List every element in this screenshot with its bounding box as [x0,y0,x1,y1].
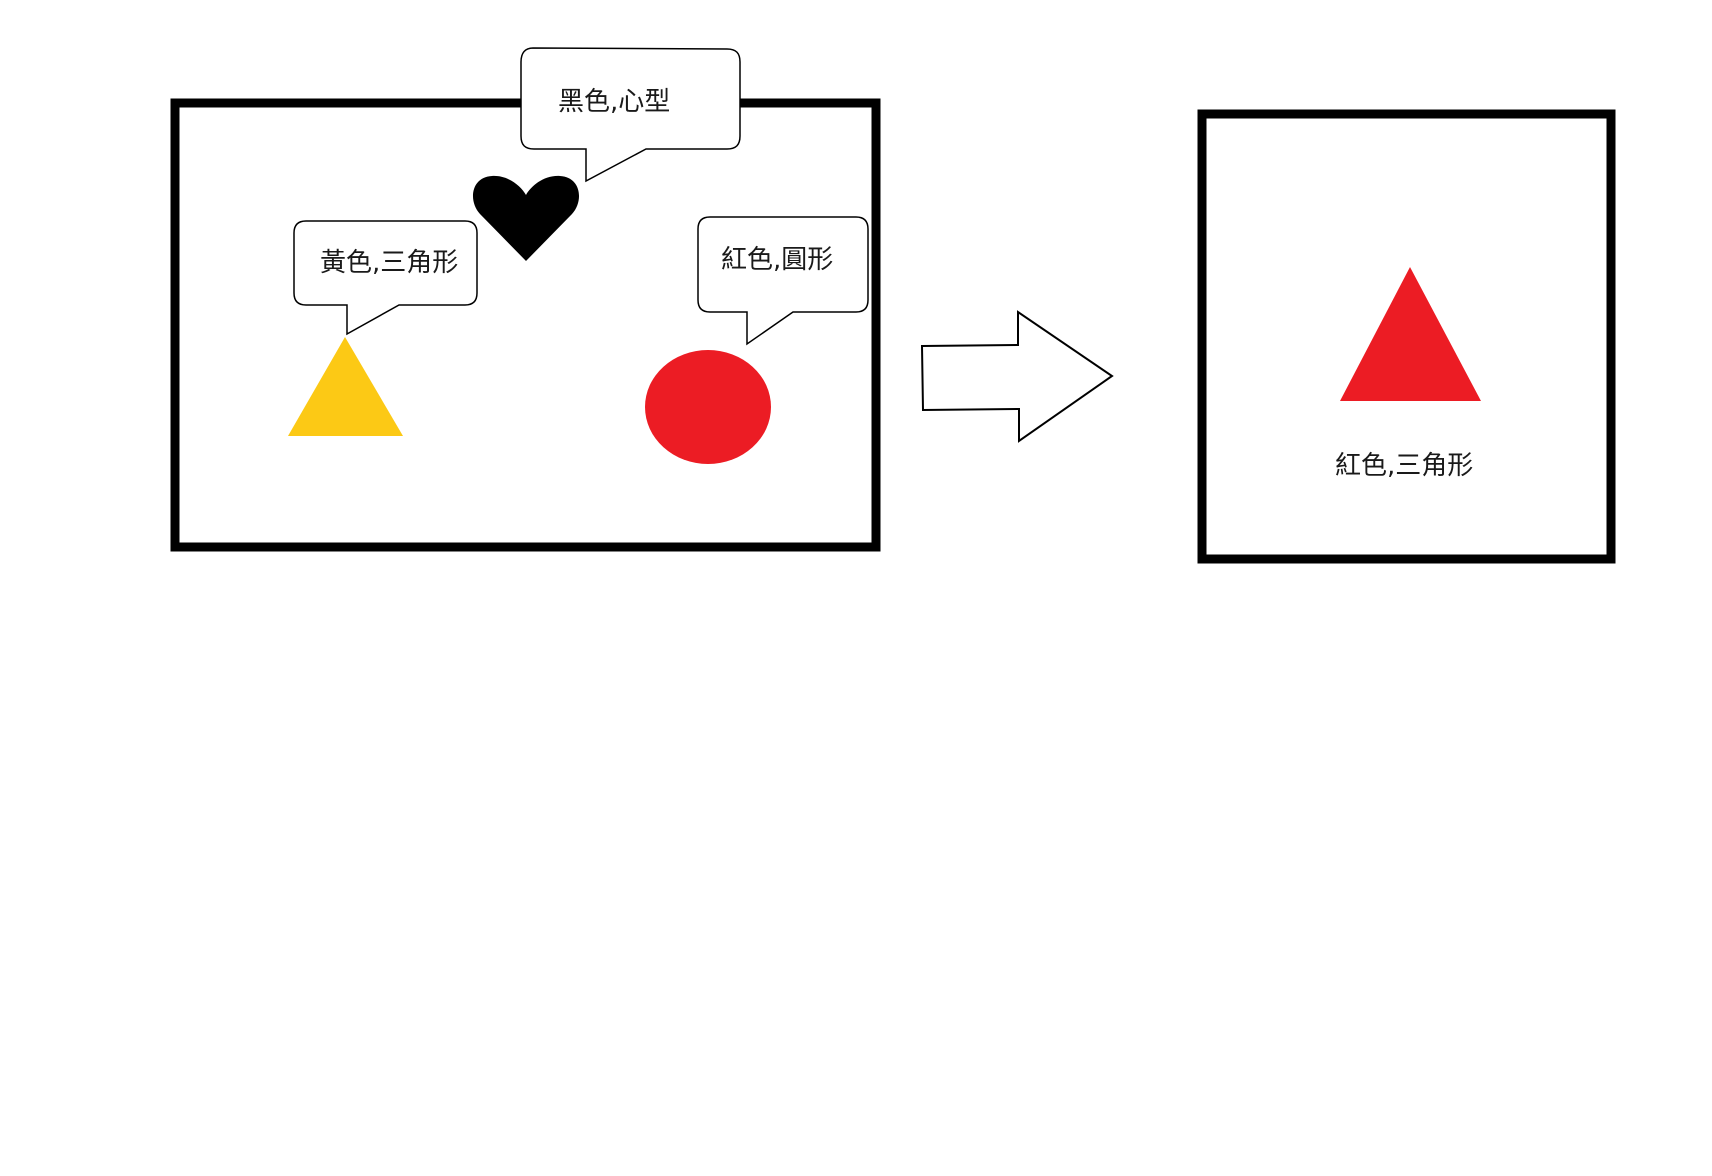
triangle-label: 黃色,三角形 [320,248,458,278]
red-circle-shape [645,350,771,464]
output-panel-frame [1197,109,1616,564]
heart-callout [520,47,741,183]
heart-shape [472,175,580,261]
arrow-right-icon [920,310,1114,443]
heart-label: 黑色,心型 [558,87,670,117]
circle-callout [697,216,869,346]
circle-label: 紅色,圓形 [721,245,833,275]
red-triangle-shape [1340,267,1481,401]
yellow-triangle-shape [288,337,403,436]
triangle-callout [293,220,478,336]
result-label: 紅色,三角形 [1335,451,1473,481]
